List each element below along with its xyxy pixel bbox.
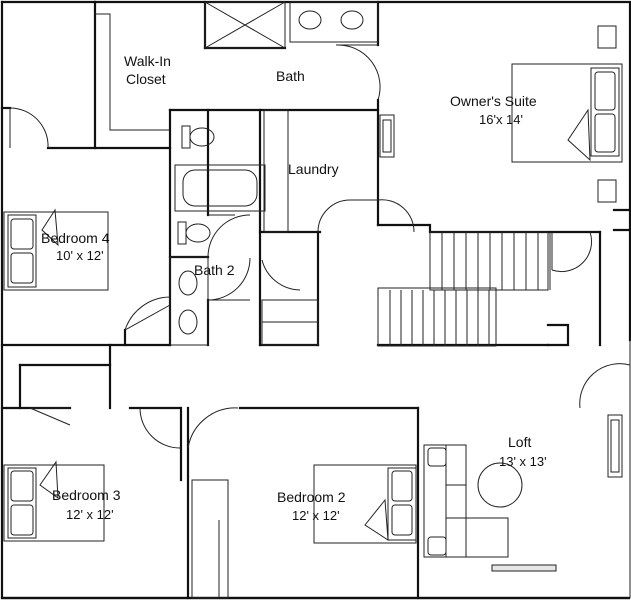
bedroom2-size: 12' x 12' (292, 508, 340, 523)
loft-size: 13' x 13' (499, 454, 547, 469)
bedroom3-label: Bedroom 3 (52, 487, 121, 503)
bedroom4-furniture (3, 208, 109, 291)
loft-furniture (423, 414, 623, 572)
owners-suite-label: Owner's Suite (450, 93, 537, 109)
owners-suite-size: 16'x 14' (479, 112, 523, 127)
bath-label: Bath (276, 68, 305, 84)
bedroom3-size: 12' x 12' (66, 507, 114, 522)
bedroom2-furniture (313, 464, 417, 544)
walk-in-closet-label-line1: Walk-In (124, 53, 171, 69)
bedroom4-label: Bedroom 4 (41, 230, 110, 246)
stairs (377, 231, 551, 347)
owners-suite-furniture (379, 25, 623, 203)
bedroom4-size: 10' x 12' (56, 248, 104, 263)
bedroom3-furniture (3, 460, 105, 542)
walk-in-closet-label-line2: Closet (126, 71, 166, 87)
walk-in-closet-label: Walk-In Closet (124, 53, 175, 87)
room-labels: Walk-In Closet Bath Owner's Suite 16'x 1… (41, 53, 547, 523)
bedroom2-label: Bedroom 2 (277, 489, 346, 505)
bath-fixtures (169, 1, 379, 346)
bath2-label: Bath 2 (194, 262, 235, 278)
loft-label: Loft (508, 434, 531, 450)
laundry-label: Laundry (288, 161, 339, 177)
doors (9, 44, 631, 598)
